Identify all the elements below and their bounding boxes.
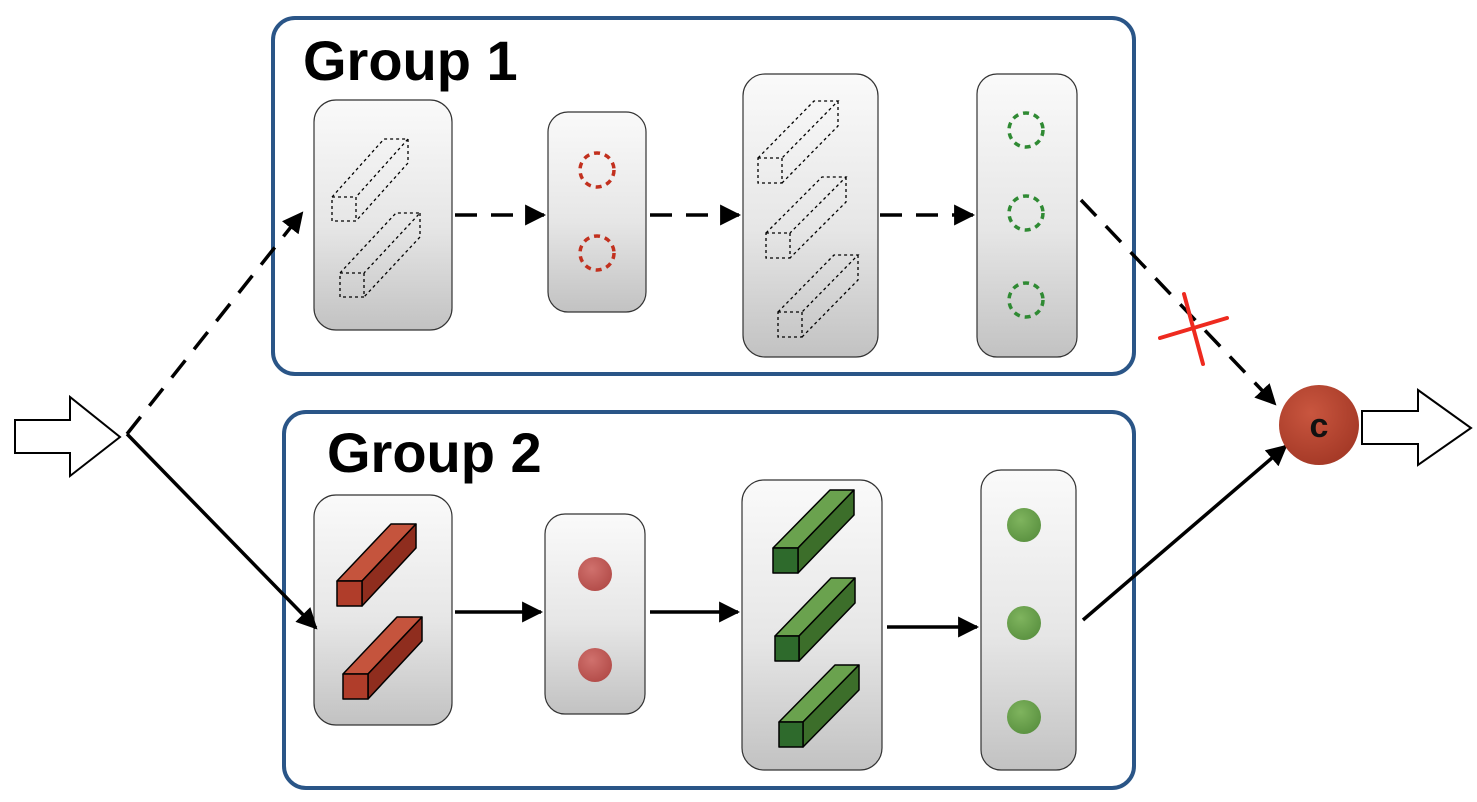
group-2-pool1-dot-1 <box>578 557 612 591</box>
rejected-path-cross-mark <box>1158 292 1229 366</box>
group-1-conv2-box <box>742 73 879 358</box>
group-2-pool1-box <box>544 513 646 715</box>
input-to-group-1-dashed-arrow <box>125 211 304 436</box>
group-2-conv2-prism-2 <box>774 577 856 662</box>
group-1-pool1-circle-2 <box>578 234 616 272</box>
group-2-frame <box>282 410 1136 790</box>
group-1-conv1-prism-2 <box>339 212 422 298</box>
input-arrow-icon <box>14 394 122 479</box>
group-1-conv1-prism-1 <box>331 138 410 222</box>
group-2-conv1-prism-1 <box>336 523 417 607</box>
group-1-title: Group 1 <box>303 29 518 92</box>
group-1-conv1-box <box>313 99 453 331</box>
group-2-pool1-dot-2 <box>578 648 612 682</box>
group-2-out-dot-1 <box>1007 508 1041 542</box>
combiner-node <box>1279 385 1359 465</box>
input-to-group-2-solid-arrow <box>125 432 318 630</box>
group-2-conv1-prism-2 <box>342 616 423 700</box>
group-1-out-circle-1 <box>1007 111 1045 149</box>
group-2-out-dot-3 <box>1007 700 1041 734</box>
group-2-title: Group 2 <box>327 421 542 484</box>
group-2-conv2-prism-3 <box>778 664 860 748</box>
group-1-conv2-prism-3 <box>777 254 860 338</box>
combiner-label: c <box>1310 407 1329 445</box>
group-1-conv2-prism-1 <box>757 100 840 184</box>
group-2-conv2-prism-1 <box>772 489 855 574</box>
group-2-conv1-box <box>313 494 453 726</box>
group-1-to-combiner-dashed-arrow <box>1079 198 1277 406</box>
group-1-pool1-box <box>547 111 647 313</box>
output-arrow-icon <box>1361 388 1473 467</box>
group-2-out-dot-2 <box>1007 606 1041 640</box>
group-1-out-box <box>976 73 1078 358</box>
group-1-out-circle-3 <box>1007 281 1045 319</box>
group-1-out-circle-2 <box>1007 194 1045 232</box>
group-1-pool1-circle-1 <box>578 151 616 189</box>
group-2-to-combiner-solid-arrow <box>1081 444 1288 622</box>
group-1-conv2-prism-2 <box>765 176 848 259</box>
group-1-frame <box>271 16 1136 376</box>
